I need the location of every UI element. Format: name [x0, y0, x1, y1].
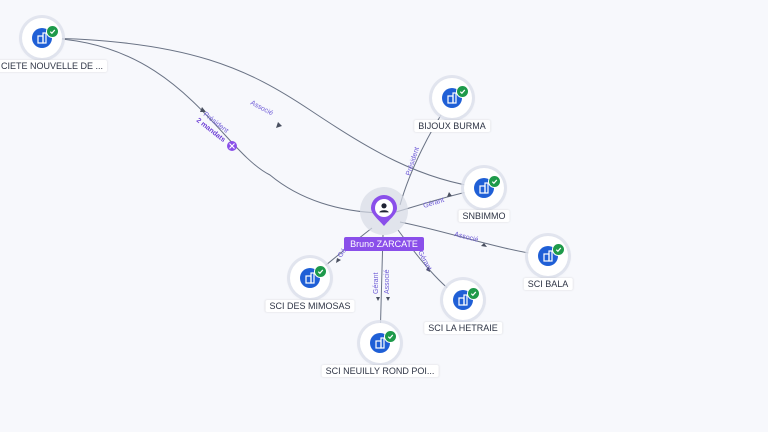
company-label: CIETE NOUVELLE DE ...: [0, 60, 108, 72]
edge-label-mimosas: Gé: [337, 247, 348, 259]
person-name-label: Bruno ZARCATE: [344, 237, 424, 251]
company-label: SCI BALA: [523, 278, 573, 290]
edge-label-bala: Associé: [454, 231, 480, 244]
edge-label-neuilly-associe: Associé: [384, 269, 391, 294]
verified-icon: [552, 243, 565, 256]
edge-arrow: [276, 122, 282, 128]
expand-mandates-button[interactable]: [227, 141, 237, 151]
edge-societe-president: [41, 37, 383, 214]
edge-arrow: [376, 297, 380, 301]
edge-arrow: [426, 266, 430, 272]
verified-icon: [384, 330, 397, 343]
edge-label-societe-snbimmo: Associé: [249, 100, 274, 118]
verified-icon: [46, 25, 59, 38]
edge-label-bijoux: Président: [405, 146, 421, 176]
edge-arrow: [481, 243, 487, 247]
person-icon: [371, 195, 397, 226]
edge-arrow: [447, 192, 452, 197]
edge-societe-snbimmo: [41, 37, 485, 189]
verified-icon: [456, 85, 469, 98]
edge-label-neuilly-gerant: Gérant: [373, 273, 380, 294]
edge-arrow: [386, 297, 390, 301]
edge-arrow: [336, 258, 341, 263]
edge-arrow: [200, 107, 206, 112]
company-label: SCI LA HETRAIE: [424, 322, 502, 334]
verified-icon: [314, 265, 327, 278]
company-label: SCI NEUILLY ROND POI...: [321, 365, 439, 377]
edge-label-hetraie: Gérant: [416, 250, 432, 272]
verified-icon: [467, 287, 480, 300]
edge-label-snbimmo: Gérant: [423, 197, 446, 210]
company-label: SNBIMMO: [458, 210, 510, 222]
verified-icon: [488, 175, 501, 188]
company-label: BIJOUX BURMA: [414, 120, 490, 132]
company-label: SCI DES MIMOSAS: [265, 300, 355, 312]
